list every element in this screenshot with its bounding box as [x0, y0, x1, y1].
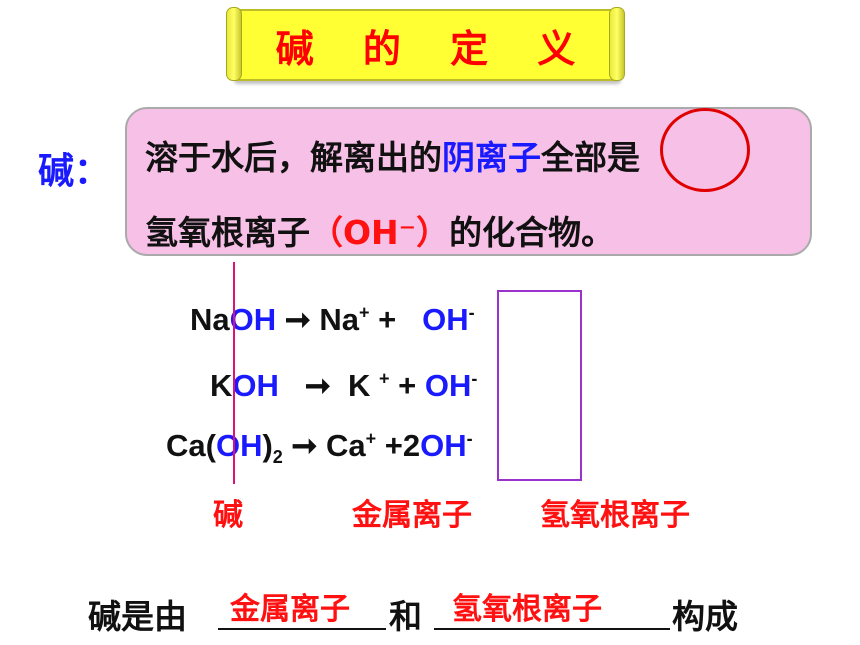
arrow-icon: ➞: [291, 428, 318, 463]
equation-koh: KOH ➞ K + + OH-: [210, 368, 477, 404]
hydroxide-term: 氢氧根离子: [145, 213, 310, 252]
metal-ion: K: [347, 368, 371, 403]
summary-text-2: 和: [389, 597, 422, 636]
summary-text-3: 构成: [672, 597, 738, 636]
scroll-curl-left: [226, 7, 242, 81]
divider-line: [233, 262, 235, 484]
equation-naoh: NaOH ➞ Na+ + OH-: [190, 302, 475, 338]
definition-text: 是: [607, 138, 640, 177]
hydroxide-ion: OH: [424, 368, 472, 403]
equation-caoh2: Ca(OH)2 ➞ Ca+ +2OH-: [166, 428, 473, 468]
scroll-curl-right: [609, 7, 625, 81]
hydroxide-formula: （OH⁻）: [310, 213, 450, 252]
definition-text: 的化合物。: [449, 213, 615, 252]
metal-part: Na: [190, 302, 230, 337]
hydroxide-part: OH: [229, 302, 277, 337]
page-title: 碱 的 定 义: [275, 26, 594, 71]
plus-sign: +: [369, 302, 405, 337]
ion-charge: +: [359, 302, 370, 323]
all-term: 全部: [541, 138, 607, 177]
plus-sign: +: [376, 428, 403, 463]
hydroxide-ion: OH: [420, 428, 467, 463]
coefficient: 2: [402, 428, 421, 463]
plus-sign: +: [389, 368, 425, 403]
hydroxide-part: OH: [232, 368, 279, 403]
hydroxide-highlight-box: [497, 290, 582, 481]
summary-blank-2: [434, 590, 670, 630]
emphasis-circle: [660, 108, 750, 192]
label-metal-ion: 金属离子: [352, 498, 472, 533]
summary-text-1: 碱是由: [88, 597, 187, 636]
hydroxide-part: OH: [215, 428, 263, 463]
arrow-icon: ➞: [304, 368, 331, 403]
metal-part: Ca(: [166, 428, 216, 463]
ion-charge: +: [365, 428, 377, 449]
ion-charge: +: [378, 368, 390, 389]
label-base: 碱: [213, 498, 243, 533]
metal-ion: Ca: [326, 428, 366, 463]
hydroxide-ion: OH: [422, 302, 469, 337]
metal-ion: Na: [319, 302, 360, 337]
arrow-icon: ➞: [284, 302, 311, 337]
summary-answer-2: 氢氧根离子: [452, 592, 602, 627]
definition-line-2: 氢氧根离子（OH⁻）的化合物。: [145, 206, 614, 254]
ion-charge: -: [468, 302, 475, 323]
anion-term: 阴离子: [442, 138, 541, 177]
subscript: 2: [272, 447, 283, 468]
label-hydroxide-ion: 氢氧根离子: [540, 498, 690, 533]
title-banner: 碱 的 定 义: [226, 7, 625, 81]
ion-charge: -: [471, 368, 478, 389]
metal-part: K: [210, 368, 233, 403]
definition-label: 碱：: [38, 151, 111, 192]
ion-charge: -: [466, 428, 473, 449]
definition-line-1: 溶于水后，解离出的阴离子全部是: [145, 131, 640, 179]
definition-text: 溶于水后，解离出的: [145, 138, 442, 177]
paren: ): [262, 428, 273, 463]
summary-blank-1: [218, 590, 386, 630]
summary-answer-1: 金属离子: [230, 592, 350, 627]
